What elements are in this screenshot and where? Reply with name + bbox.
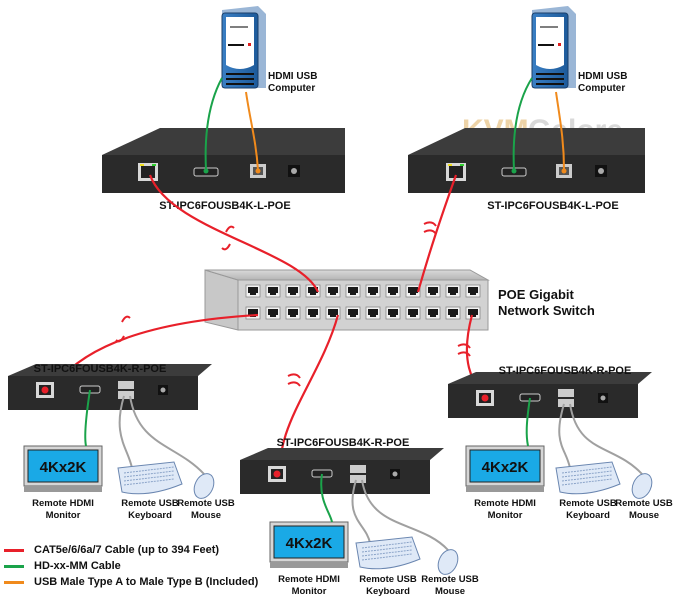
monitor-resolution-text: 4Kx2K	[482, 459, 529, 476]
monitor-resolution-text: 4Kx2K	[40, 459, 87, 476]
remote-unit-1	[8, 364, 212, 410]
cable-break-icons	[115, 221, 471, 387]
keyboard-label: Keyboard	[566, 510, 610, 521]
switch-port	[325, 284, 341, 298]
computer-tower-1	[221, 6, 266, 89]
mouse-label: Mouse	[435, 586, 465, 597]
keyboard-icon	[555, 461, 621, 495]
mouse-label: Mouse	[191, 510, 221, 521]
monitor-label: Monitor	[292, 586, 327, 597]
switch-label-line2: Network Switch	[498, 303, 595, 318]
hdmi-cable-remote	[84, 389, 91, 447]
switch-port	[365, 306, 381, 320]
hdmi-cable-remote	[320, 473, 333, 523]
hdmi-cable-2	[512, 77, 533, 171]
switch-port	[465, 284, 481, 298]
switch-port	[425, 284, 441, 298]
switch-port	[345, 284, 361, 298]
switch-port	[465, 306, 481, 320]
legend-swatch-green	[4, 564, 24, 568]
monitor-resolution-text: 4Kx2K	[286, 535, 333, 552]
monitor-label: Monitor	[46, 510, 81, 521]
usb-keyboard-cable	[558, 403, 571, 469]
cat-cable-local-2	[416, 174, 458, 293]
usb-cable-1	[245, 91, 259, 171]
mouse-icon	[631, 473, 653, 499]
mouse-label: Remote USB	[615, 498, 673, 509]
keyboard-label: Remote USB	[559, 498, 617, 509]
remote-unit-2	[240, 448, 444, 494]
switch-port	[265, 284, 281, 298]
local-unit-2	[408, 128, 645, 193]
remote-unit-3	[448, 372, 652, 418]
switch-label-line1: POE Gigabit	[498, 287, 575, 302]
usb-mouse-cable	[569, 403, 643, 475]
monitor-label: Remote HDMI	[32, 498, 94, 509]
remote-unit-2-model: ST-IPC6FOUSB4K-R-POE	[277, 437, 410, 449]
switch-port	[305, 306, 321, 320]
switch-port	[385, 306, 401, 320]
remote-unit-1-model: ST-IPC6FOUSB4K-R-POE	[34, 363, 167, 375]
switch-port	[245, 284, 261, 298]
monitor-label: Remote HDMI	[474, 498, 536, 509]
switch-port	[285, 306, 301, 320]
usb-mouse-cable	[361, 479, 449, 551]
switch-port	[345, 306, 361, 320]
remote-monitor-3: 4Kx2K	[465, 445, 545, 492]
local-unit-2-model: ST-IPC6FOUSB4K-L-POE	[487, 200, 618, 212]
switch-port	[445, 306, 461, 320]
legend-label: USB Male Type A to Male Type B (Included…	[34, 576, 259, 588]
keyboard-icon	[355, 536, 421, 570]
computer-tower-2	[531, 6, 576, 89]
switch-port	[245, 306, 261, 320]
computer-2-label-line2: Computer	[578, 83, 625, 94]
switch-port	[265, 306, 281, 320]
usb-mouse-cable	[129, 395, 205, 475]
computer-2-label-line1: HDMI USB	[578, 71, 627, 82]
legend-label: HD-xx-MM Cable	[34, 560, 121, 572]
network-switch	[204, 269, 490, 331]
keyboard-icon	[117, 461, 183, 495]
mouse-icon	[437, 549, 459, 575]
switch-port	[365, 284, 381, 298]
mouse-label: Remote USB	[421, 574, 479, 585]
remote-monitor-2: 4Kx2K	[269, 521, 349, 568]
keyboard-label: Remote USB	[121, 498, 179, 509]
usb-keyboard-cable	[351, 479, 371, 544]
mouse-label: Mouse	[629, 510, 659, 521]
local-unit-1-model: ST-IPC6FOUSB4K-L-POE	[159, 200, 290, 212]
legend-label: CAT5e/6/6a/7 Cable (up to 394 Feet)	[34, 544, 220, 556]
local-unit-1	[102, 128, 345, 193]
switch-port	[445, 284, 461, 298]
usb-cable-2	[555, 91, 565, 171]
cat-cable-local-1	[148, 174, 320, 293]
keyboard-label: Remote USB	[359, 574, 417, 585]
monitor-label: Monitor	[488, 510, 523, 521]
keyboard-label: Keyboard	[366, 586, 410, 597]
mouse-icon	[193, 473, 215, 499]
legend-item-usb: USB Male Type A to Male Type B (Included…	[4, 574, 258, 590]
monitor-label: Remote HDMI	[278, 574, 340, 585]
legend: CAT5e/6/6a/7 Cable (up to 394 Feet) HD-x…	[4, 542, 258, 590]
switch-port	[385, 284, 401, 298]
computer-1-label-line2: Computer	[268, 83, 315, 94]
usb-keyboard-cable	[118, 395, 133, 469]
remote-unit-3-model: ST-IPC6FOUSB4K-R-POE	[499, 365, 632, 377]
keyboard-label: Keyboard	[128, 510, 172, 521]
remote-monitor-1: 4Kx2K	[23, 445, 103, 492]
mouse-label: Remote USB	[177, 498, 235, 509]
legend-item-hdmi: HD-xx-MM Cable	[4, 558, 258, 574]
hdmi-cable-1	[204, 77, 223, 171]
switch-port	[425, 306, 441, 320]
computer-1-label-line1: HDMI USB	[268, 71, 317, 82]
legend-swatch-red	[4, 548, 24, 552]
switch-port	[405, 306, 421, 320]
hdmi-cable-remote	[525, 397, 531, 447]
switch-port	[285, 284, 301, 298]
legend-item-cat: CAT5e/6/6a/7 Cable (up to 394 Feet)	[4, 542, 258, 558]
legend-swatch-orange	[4, 580, 24, 584]
